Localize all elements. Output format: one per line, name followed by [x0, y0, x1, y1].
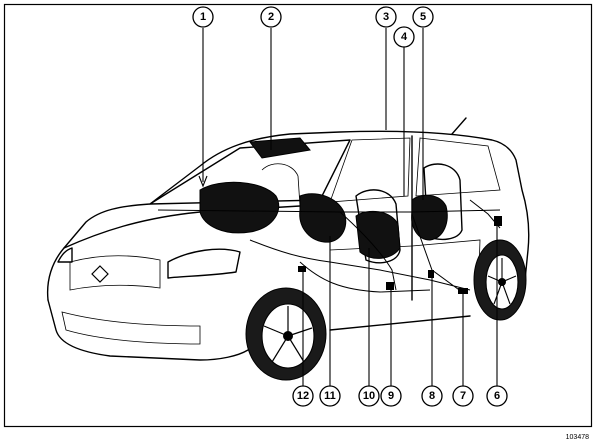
leader-1 [198, 28, 208, 188]
callout-12-circle [292, 385, 314, 407]
side-window-rear [415, 137, 501, 197]
callout-6: 6 [486, 385, 508, 407]
callout-11-label: 11 [324, 390, 336, 402]
callout-12-label: 12 [297, 390, 309, 402]
rear-wheel-hub [498, 278, 506, 286]
curtain-airbag [249, 137, 311, 159]
callout-10-circle [358, 385, 380, 407]
callout-5-circle [412, 6, 434, 28]
callout-7: 7 [452, 385, 474, 407]
component-9-front-belt [386, 282, 394, 290]
passenger-front-airbag [299, 193, 347, 243]
callout-2-circle [260, 6, 282, 28]
callout-8: 8 [421, 385, 443, 407]
callout-4-circle [393, 26, 415, 48]
airbag-wiring-harness [157, 199, 501, 293]
callout-1-circle [192, 6, 214, 28]
passenger-seat [261, 163, 301, 207]
callout-4-label: 4 [401, 31, 408, 43]
driver-seat [355, 189, 401, 264]
leader-lines [198, 28, 498, 386]
right-headlight [57, 247, 73, 263]
roof-antenna [451, 117, 467, 135]
callout-4: 4 [393, 26, 415, 48]
component-12-impact-sensor [298, 266, 306, 272]
callout-5: 5 [412, 6, 434, 28]
callout-12: 12 [292, 385, 314, 407]
car-sill [329, 315, 471, 331]
callout-6-circle [486, 385, 508, 407]
hood-line [63, 205, 301, 249]
car-illustration [46, 117, 530, 381]
callout-10: 10 [358, 385, 380, 407]
driver-front-airbag [199, 181, 280, 234]
callout-2-label: 2 [268, 11, 274, 23]
callout-7-circle [452, 385, 474, 407]
component-7-rear-belt [458, 288, 468, 294]
lower-intake [61, 311, 201, 345]
reference-number: 103478 [566, 434, 589, 441]
front-bumper [47, 299, 249, 361]
callout-9-circle [380, 385, 402, 407]
callout-5-label: 5 [420, 11, 426, 23]
component-6-rear-sensor [494, 216, 502, 226]
component-8-side-sensor [428, 270, 434, 278]
side-window-front [329, 137, 411, 203]
callout-3: 3 [375, 6, 397, 28]
callout-3-label: 3 [383, 11, 389, 23]
brand-logo-icon [91, 265, 109, 283]
callout-10-label: 10 [363, 390, 375, 402]
callout-11: 11 [319, 385, 341, 407]
callout-2: 2 [260, 6, 282, 28]
car-body-outline [46, 130, 530, 319]
left-headlight [167, 248, 241, 279]
callout-9-label: 9 [388, 390, 394, 402]
callout-1-label: 1 [200, 11, 206, 23]
rear-side-airbag [411, 194, 448, 241]
callout-3-circle [375, 6, 397, 28]
front-wheel-hub [283, 331, 293, 341]
callout-1: 1 [192, 6, 214, 28]
callout-11-circle [319, 385, 341, 407]
callout-7-label: 7 [460, 390, 466, 402]
callout-9: 9 [380, 385, 402, 407]
callout-6-label: 6 [494, 390, 500, 402]
callout-8-label: 8 [429, 390, 435, 402]
callout-8-circle [421, 385, 443, 407]
grille [69, 255, 161, 291]
